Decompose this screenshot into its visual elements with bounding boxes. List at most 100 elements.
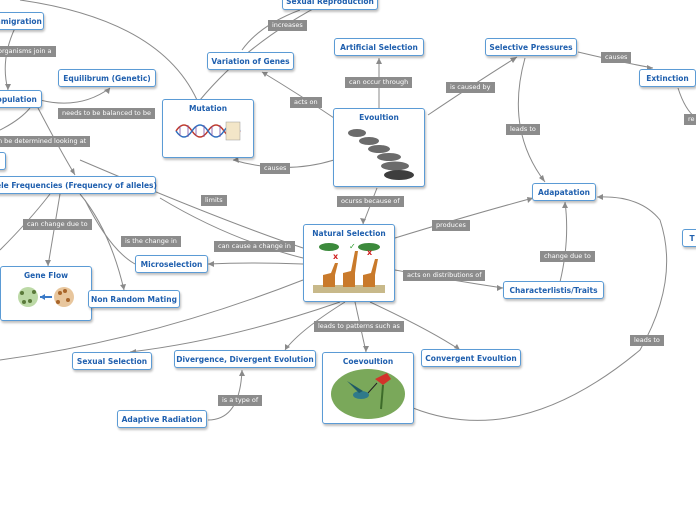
giraffe-medium [363, 259, 378, 287]
hummingbird-image [331, 369, 405, 419]
hummingbird-body [353, 391, 369, 399]
node-evoultion[interactable]: Evoultion [333, 108, 425, 187]
ancestor-shape [368, 145, 390, 153]
node-natural-selection[interactable]: Natural Selection x x ✓ [303, 224, 395, 302]
arrowhead [376, 58, 382, 64]
individual-dot [56, 300, 60, 304]
arrowhead [208, 261, 214, 267]
node-adapatation[interactable]: Adapatation [532, 183, 596, 201]
arrowhead [597, 194, 603, 200]
label-can-occur-through: can occur through [345, 77, 413, 88]
label-causes-mid: causes [260, 163, 291, 174]
flower [375, 373, 391, 385]
node-sexual-reproduction[interactable]: Sexual Reproduction [282, 0, 378, 10]
hummingbird-wing [347, 381, 363, 393]
ground [313, 285, 385, 293]
x-mark: x [367, 248, 373, 257]
gene-flow-image [18, 287, 74, 307]
ancestor-shape [359, 137, 379, 145]
node-right-edge-t[interactable]: T [682, 229, 696, 247]
migration-arrowhead [40, 294, 45, 300]
tree-canopy [319, 243, 339, 251]
arrowhead [45, 260, 51, 266]
node-artificial-selection[interactable]: Artificial Selection [334, 38, 424, 56]
edge-adaptive-divergence [207, 369, 243, 421]
label-produces: produces [432, 220, 470, 231]
tree-canopy [358, 243, 380, 251]
node-microselection[interactable]: Microselection [135, 255, 208, 273]
individual-dot [20, 291, 24, 295]
node-convergent-evoultion[interactable]: Convergent Evoultion [421, 349, 521, 367]
node-divergence[interactable]: Divergence, Divergent Evolution [174, 350, 316, 368]
edge-population-left [0, 107, 31, 131]
arrowhead [454, 344, 460, 350]
check-mark: ✓ [349, 242, 356, 251]
node-selective-pressures[interactable]: Selective Pressures [485, 38, 577, 56]
x-mark: x [333, 252, 339, 261]
label-change-due-to: change due to [540, 251, 595, 262]
edge-natural-adaptation [394, 197, 534, 239]
node-sexual-selection[interactable]: Sexual Selection [72, 352, 152, 370]
node-extinction[interactable]: Extinction [639, 69, 696, 87]
hummingbird-beak [367, 382, 378, 394]
label-limits: limits [201, 195, 227, 206]
arrowhead [120, 284, 126, 290]
edge-natural-convergent [369, 301, 461, 351]
edge-mutation-limits [79, 159, 304, 249]
label-can-change-due: can change due to [23, 219, 92, 230]
label-is-caused-by: is caused by [446, 82, 495, 93]
node-immigration[interactable]: Immigration [0, 12, 44, 30]
giraffe-short [323, 263, 338, 287]
whale-shape [384, 170, 414, 180]
giraffe-image: x x ✓ [313, 242, 385, 293]
node-non-random-mating[interactable]: Non Random Mating [88, 290, 180, 308]
individual-dot [32, 290, 36, 294]
arrowhead [497, 285, 503, 291]
gene-flow-title: Gene Flow [23, 271, 69, 280]
node-population[interactable]: Population [0, 90, 42, 108]
label-ocurss-because: ocurss because of [337, 196, 404, 207]
label-is-change-in: is the change in [121, 236, 181, 247]
node-characteristics-traits[interactable]: Characterlistis/Traits [503, 281, 604, 299]
node-adaptive-radiation[interactable]: Adaptive Radiation [117, 410, 207, 428]
population-cluster-left [18, 287, 38, 307]
label-leads-to-bottom: leads to [630, 335, 664, 346]
edge-evolution-variation [261, 71, 335, 119]
arrowhead [510, 57, 517, 63]
edge-natural-microselection [207, 262, 304, 265]
node-equilibrum[interactable]: Equilibrum (Genetic) [58, 69, 156, 87]
node-allele-frequencies[interactable]: Allele Frequencies (Frequency of alleles… [0, 176, 157, 194]
edge-variation-sexrepro [241, 9, 301, 51]
arrowhead [360, 218, 366, 224]
node-mutation[interactable]: Mutation [162, 99, 254, 158]
edge-allele-nonrandom [79, 193, 125, 291]
ancestor-shape [348, 129, 366, 137]
arrowhead [239, 370, 245, 376]
node-coevoultion[interactable]: Coevoultion [322, 352, 414, 424]
ancestor-shape [381, 161, 409, 171]
label-acts-on: acts on [290, 97, 322, 108]
individual-dot [66, 298, 70, 302]
arrowhead [70, 168, 75, 175]
node-left-edge[interactable] [0, 152, 6, 170]
edge-natural-leftbottom [0, 279, 304, 361]
arrowhead [539, 175, 545, 182]
label-leads-to-patterns: leads to patterns such as [314, 321, 404, 332]
individual-dot [63, 289, 67, 293]
arrowhead [562, 202, 568, 208]
edge-mutation-topleft [19, 0, 198, 101]
arrowhead [285, 344, 290, 350]
ancestor-shape [377, 153, 401, 161]
arrowhead [104, 88, 110, 94]
label-leads-to-top: leads to [506, 124, 540, 135]
edge-immigration-population [4, 27, 16, 91]
node-gene-flow[interactable]: Gene Flow [0, 266, 92, 321]
node-variation-of-genes[interactable]: Variation of Genes [207, 52, 294, 70]
arrowhead [5, 84, 11, 90]
dna-helix-image [175, 121, 241, 141]
label-determined-looking: n be determined looking at [0, 136, 91, 147]
label-can-cause-change: can cause a change in [214, 241, 295, 252]
label-increases: increases [268, 20, 307, 31]
label-is-type-of: is a type of [218, 395, 263, 406]
edge-evolution-topleft [199, 0, 331, 101]
